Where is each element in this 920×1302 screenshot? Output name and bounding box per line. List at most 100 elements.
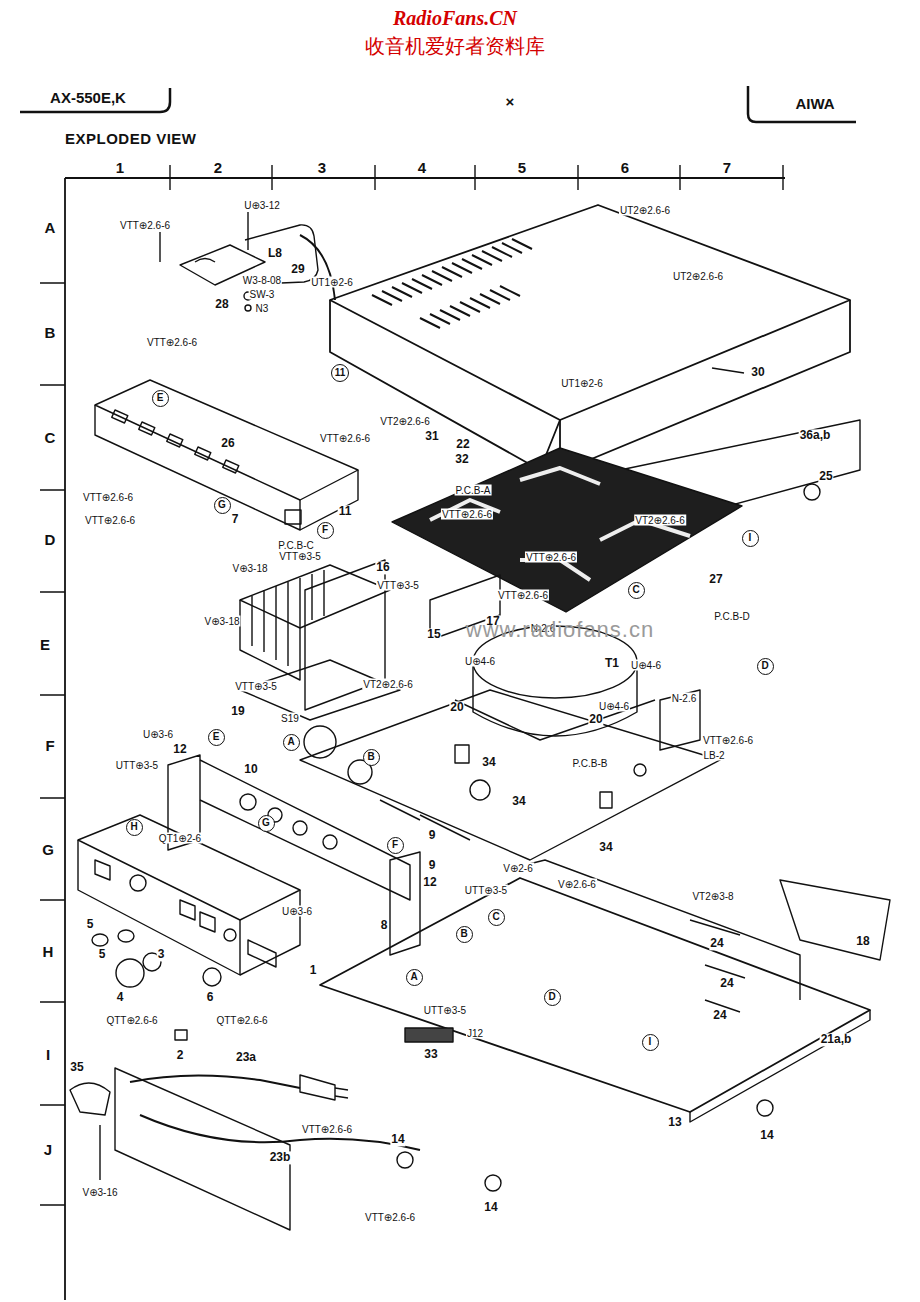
part-spec: V⊕3-16	[81, 1187, 118, 1198]
callout-number: 4	[116, 991, 125, 1004]
reference-circle: 11	[331, 364, 349, 382]
reference-letter: B	[460, 929, 467, 939]
callout-number: 9	[428, 859, 437, 872]
grid-reference: E	[39, 637, 51, 654]
part-spec: QTT⊕2.6-6	[215, 1015, 268, 1026]
reference-circle: G	[258, 815, 275, 832]
part-spec: VT2⊕2.6-6	[634, 515, 686, 526]
callout-number: 20	[588, 713, 603, 726]
grid-reference: 1	[115, 160, 125, 177]
callout-number: 1	[309, 964, 318, 977]
part-spec: U⊕3-12	[243, 200, 281, 211]
part-spec: VT2⊕2.6-6	[379, 416, 431, 427]
part-spec: VTT⊕3-5	[376, 580, 420, 591]
callout-number: 13	[667, 1116, 682, 1129]
reference-circle: G	[214, 497, 231, 514]
callout-number: 35	[69, 1061, 84, 1074]
part-spec: UTT⊕3-5	[115, 760, 159, 771]
part-spec: P.C.B-A	[455, 485, 492, 496]
reference-circle: E	[208, 729, 225, 746]
part-spec: U⊕4-6	[598, 701, 630, 712]
grid-reference: 7	[722, 160, 732, 177]
part-spec: UT1⊕2-6	[310, 277, 354, 288]
reference-circle: F	[317, 522, 334, 539]
reference-circle: C	[628, 582, 645, 599]
reference-circle: A	[283, 734, 300, 751]
part-spec: UTT⊕3-5	[464, 885, 508, 896]
reference-circle: B	[456, 926, 473, 943]
callout-number: 22	[455, 438, 470, 451]
part-spec: VTT⊕3-5	[278, 551, 322, 562]
reference-circle: C	[488, 909, 505, 926]
grid-reference: 5	[517, 160, 527, 177]
reference-letter: C	[492, 912, 499, 922]
callout-number: 18	[855, 935, 870, 948]
callout-number: 2	[176, 1049, 185, 1062]
grid-reference: D	[44, 532, 57, 549]
callout-number: 27	[708, 573, 723, 586]
header-text: ×	[505, 94, 516, 111]
part-spec: UT2⊕2.6-6	[619, 205, 671, 216]
callout-number: 24	[719, 977, 734, 990]
site-name: RadioFans.CN	[392, 7, 518, 29]
callout-number: 20	[449, 701, 464, 714]
diagram-title: EXPLODED VIEW	[65, 130, 197, 147]
reference-letter: D	[548, 992, 555, 1002]
callout-number: 9	[428, 829, 437, 842]
callout-number: 28	[214, 298, 229, 311]
part-spec: U⊕3-6	[142, 729, 174, 740]
reference-circle: I	[742, 530, 759, 547]
part-spec: J12	[466, 1028, 484, 1039]
callout-number: 16	[375, 561, 390, 574]
callout-number: 32	[454, 453, 469, 466]
reference-circle: A	[406, 969, 423, 986]
reference-letter: 11	[335, 368, 346, 378]
callout-number: 29	[290, 263, 305, 276]
reference-circle: H	[126, 819, 143, 836]
part-spec: W3-8-08	[242, 275, 282, 286]
part-spec: U⊕3-6	[281, 906, 313, 917]
reference-letter: I	[649, 1037, 652, 1047]
callout-number: 12	[422, 876, 437, 889]
callout-number: 24	[712, 1009, 727, 1022]
part-spec: UTT⊕3-5	[423, 1005, 467, 1016]
callout-number: 19	[230, 705, 245, 718]
header-text: AIWA	[794, 96, 835, 113]
grid-reference: F	[44, 738, 55, 755]
callout-number: 23b	[269, 1151, 292, 1164]
reference-letter: A	[410, 972, 417, 982]
part-spec: VTT⊕2.6-6	[319, 433, 371, 444]
part-spec: V⊕2.6-6	[557, 879, 597, 890]
callout-number: 3	[157, 948, 166, 961]
callout-number: 10	[243, 763, 258, 776]
callout-number: 34	[481, 756, 496, 769]
grid-reference: H	[42, 944, 55, 961]
part-spec: VTT⊕2.6-6	[441, 509, 493, 520]
part-spec: UT2⊕2.6-6	[672, 271, 724, 282]
part-spec: QT1⊕2-6	[158, 833, 202, 844]
part-spec: VTT⊕2.6-6	[525, 552, 577, 563]
reference-letter: E	[157, 393, 164, 403]
callout-number: 36a,b	[799, 429, 832, 442]
callout-number: 25	[818, 470, 833, 483]
part-spec: P.C.B-B	[572, 758, 609, 769]
grid-reference: A	[44, 220, 57, 237]
part-spec: UT1⊕2-6	[560, 378, 604, 389]
part-spec: LB-2	[702, 750, 725, 761]
callout-number: 5	[86, 918, 95, 931]
callout-number: 33	[423, 1048, 438, 1061]
grid-reference: 6	[620, 160, 630, 177]
callout-number: 11	[338, 505, 353, 518]
part-spec: VTT⊕2.6-6	[84, 515, 136, 526]
part-spec: U⊕4-6	[630, 660, 662, 671]
reference-letter: I	[749, 533, 752, 543]
watermark: www.radiofans.cn	[465, 618, 655, 642]
grid-reference: 3	[317, 160, 327, 177]
callout-number: 23a	[235, 1051, 257, 1064]
callout-number: 34	[598, 841, 613, 854]
callout-number: 8	[380, 919, 389, 932]
reference-circle: D	[544, 989, 561, 1006]
part-spec: VT2⊕3-8	[691, 891, 734, 902]
part-spec: S19	[280, 713, 300, 724]
